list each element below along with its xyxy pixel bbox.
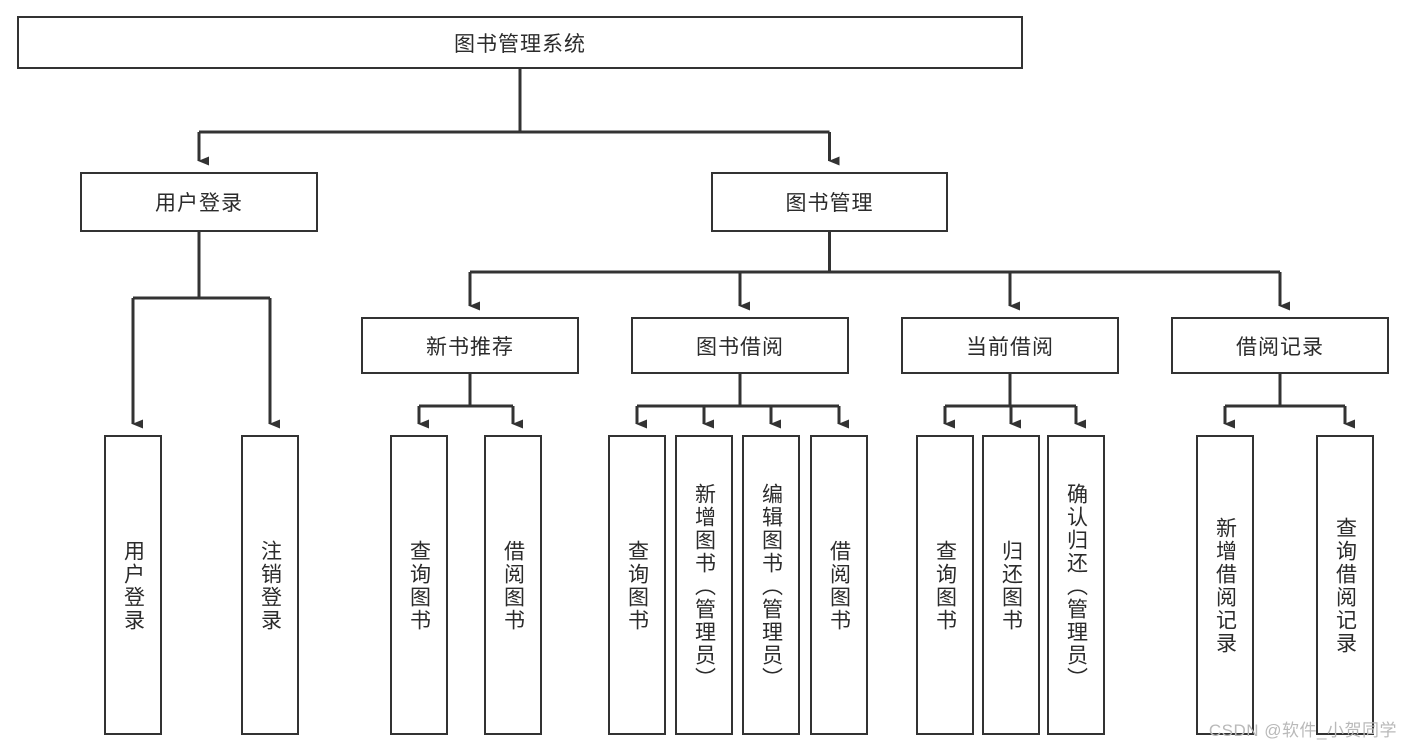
node-borrow-record-label: 借阅记录 [1236, 335, 1324, 359]
leaf-current-confirm-return-label: 确认归还（管理员） [1064, 482, 1088, 690]
node-root[interactable]: 图书管理系统 [17, 16, 1023, 69]
leaf-current-return-book-label: 归还图书 [999, 540, 1023, 632]
node-new-book-recommend-label: 新书推荐 [426, 335, 514, 359]
leaf-current-return-book[interactable]: 归还图书 [982, 435, 1040, 735]
leaf-borrow-lend-book[interactable]: 借阅图书 [810, 435, 868, 735]
leaf-borrow-edit-book-label: 编辑图书（管理员） [759, 482, 783, 690]
leaf-record-query-label: 查询借阅记录 [1333, 517, 1357, 655]
leaf-borrow-add-book-label: 新增图书（管理员） [692, 482, 716, 690]
csdn-watermark: CSDN @软件_小贺同学 [1208, 721, 1397, 740]
leaf-new-borrow-book[interactable]: 借阅图书 [484, 435, 542, 735]
leaf-record-add-label: 新增借阅记录 [1213, 517, 1237, 655]
node-book-management-module[interactable]: 图书管理 [711, 172, 948, 232]
leaf-current-confirm-return[interactable]: 确认归还（管理员） [1047, 435, 1105, 735]
node-book-borrow-label: 图书借阅 [696, 335, 784, 359]
connector-lines [131, 69, 1355, 429]
node-root-label: 图书管理系统 [454, 32, 586, 56]
leaf-current-query-book[interactable]: 查询图书 [916, 435, 974, 735]
node-current-borrow-label: 当前借阅 [966, 335, 1054, 359]
leaf-borrow-add-book[interactable]: 新增图书（管理员） [675, 435, 733, 735]
leaf-user-login-label: 用户登录 [121, 540, 145, 632]
node-user-login-module[interactable]: 用户登录 [80, 172, 318, 232]
leaf-borrow-lend-book-label: 借阅图书 [827, 540, 851, 632]
node-borrow-record[interactable]: 借阅记录 [1171, 317, 1389, 374]
leaf-user-login[interactable]: 用户登录 [104, 435, 162, 735]
leaf-new-query-book[interactable]: 查询图书 [390, 435, 448, 735]
leaf-borrow-query-book[interactable]: 查询图书 [608, 435, 666, 735]
node-book-management-module-label: 图书管理 [785, 192, 874, 215]
node-book-borrow[interactable]: 图书借阅 [631, 317, 849, 374]
node-user-login-module-label: 用户登录 [155, 192, 243, 215]
leaf-new-borrow-book-label: 借阅图书 [501, 540, 525, 632]
node-current-borrow[interactable]: 当前借阅 [901, 317, 1119, 374]
leaf-user-logout-label: 注销登录 [258, 540, 282, 632]
leaf-borrow-edit-book[interactable]: 编辑图书（管理员） [742, 435, 800, 735]
node-new-book-recommend[interactable]: 新书推荐 [361, 317, 579, 374]
leaf-user-logout[interactable]: 注销登录 [241, 435, 299, 735]
leaf-new-query-book-label: 查询图书 [407, 540, 431, 632]
leaf-borrow-query-book-label: 查询图书 [625, 540, 649, 632]
leaf-record-add[interactable]: 新增借阅记录 [1196, 435, 1254, 735]
leaf-record-query[interactable]: 查询借阅记录 [1316, 435, 1374, 735]
leaf-current-query-book-label: 查询图书 [933, 540, 957, 632]
